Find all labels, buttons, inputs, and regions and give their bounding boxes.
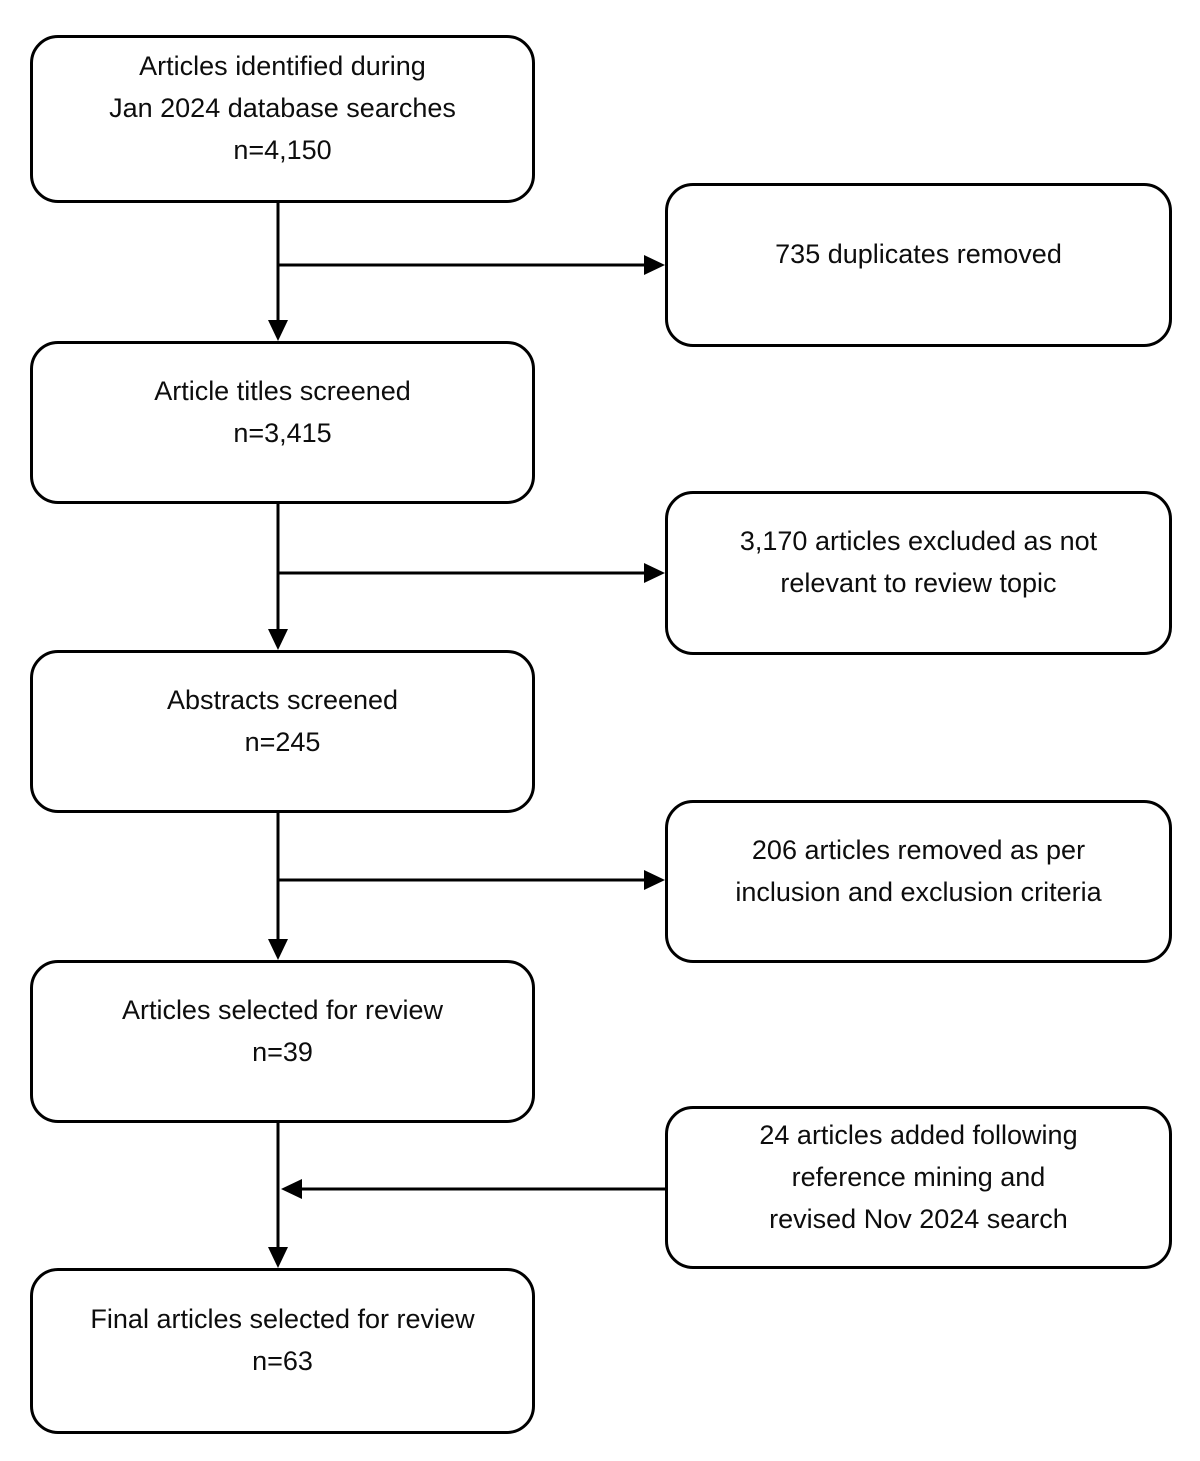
box-count: n=245	[244, 726, 321, 757]
box-text-line: Final articles selected for review	[90, 1304, 475, 1334]
box-count: n=39	[252, 1036, 313, 1067]
box-count: n=63	[252, 1346, 313, 1376]
box-text-line: reference mining and	[791, 1161, 1046, 1192]
box-titles-screened: Article titles screened n=3,415	[30, 341, 535, 504]
box-text-line: Jan 2024 database searches	[109, 93, 456, 123]
box-text-line: 206 articles removed as per	[751, 834, 1086, 865]
box-text-line: Article titles screened	[154, 375, 411, 406]
box-removed-per-criteria: 206 articles removed as per inclusion an…	[665, 800, 1172, 963]
arrow-selected-to-final	[268, 1123, 288, 1268]
box-text-line: revised Nov 2024 search	[769, 1203, 1068, 1234]
box-text-line: relevant to review topic	[780, 568, 1057, 598]
box-text-line: Abstracts screened	[166, 684, 399, 715]
box-duplicates-removed: 735 duplicates removed	[665, 183, 1172, 347]
box-text-line: 24 articles added following	[759, 1119, 1078, 1150]
box-added-reference-mining: 24 articles added following reference mi…	[665, 1106, 1172, 1269]
box-count: n=3,415	[233, 417, 332, 448]
box-articles-selected: Articles selected for review n=39	[30, 960, 535, 1123]
arrow-abstracts-to-selected	[268, 813, 288, 960]
arrow-branch-removed	[278, 870, 665, 890]
box-excluded-not-relevant: 3,170 articles excluded as not relevant …	[665, 491, 1172, 655]
box-abstracts-screened: Abstracts screened n=245	[30, 650, 535, 813]
box-text-line: Articles identified during	[139, 51, 426, 81]
box-text-line: inclusion and exclusion criteria	[735, 876, 1102, 907]
box-text-line: 735 duplicates removed	[775, 239, 1062, 269]
box-final-articles-selected: Final articles selected for review n=63	[30, 1268, 535, 1434]
arrow-branch-duplicates	[278, 255, 665, 275]
box-text-line: 3,170 articles excluded as not	[739, 526, 1098, 556]
arrow-branch-excluded	[278, 563, 665, 583]
box-articles-identified: Articles identified during Jan 2024 data…	[30, 35, 535, 203]
box-text-line: Articles selected for review	[121, 994, 444, 1025]
arrow-added-into-flow	[281, 1179, 665, 1199]
box-count: n=4,150	[233, 135, 332, 165]
arrow-titles-to-abstracts	[268, 504, 288, 650]
arrow-identified-to-titles	[268, 203, 288, 341]
